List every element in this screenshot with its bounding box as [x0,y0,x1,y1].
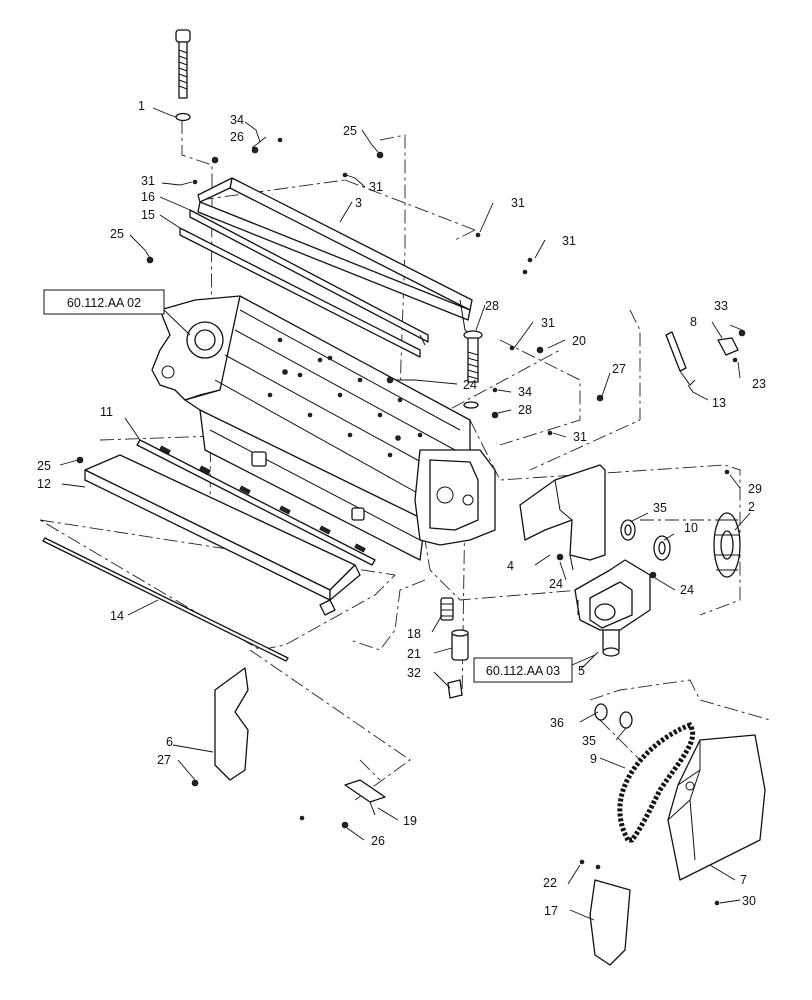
callout-31: 31 [511,196,525,210]
callout-7: 7 [740,873,747,887]
callout-31: 31 [369,180,383,194]
callout-labels: 1 34 26 25 31 31 16 15 3 31 25 31 28 31 … [37,99,766,918]
callout-25: 25 [110,227,124,241]
spacer-18 [440,597,454,621]
callout-20: 20 [572,334,586,348]
sensor-bracket-8 [717,329,746,363]
callout-14: 14 [110,609,124,623]
callout-16: 16 [141,190,155,204]
callout-32: 32 [407,666,421,680]
callout-31: 31 [541,316,555,330]
callout-12: 12 [37,477,51,491]
hardware-fasteners [76,137,730,906]
callout-33: 33 [714,299,728,313]
callout-25: 25 [343,124,357,138]
callout-22: 22 [543,876,557,890]
callout-24: 24 [463,378,477,392]
ref-label: 60.112.AA 02 [67,296,141,310]
callout-23: 23 [752,377,766,391]
callout-15: 15 [141,208,155,222]
bolt-long [175,29,191,122]
sprocket-hub-10 [653,535,671,561]
callout-8: 8 [690,315,697,329]
callout-35: 35 [582,734,596,748]
shield-6 [214,667,249,781]
callout-17: 17 [544,904,558,918]
sprocket-2 [713,512,741,578]
top-angle-strip [197,177,473,336]
callout-31: 31 [141,174,155,188]
rod-14 [42,537,289,662]
washer-36 [594,703,608,721]
callout-26: 26 [230,130,244,144]
callout-31: 31 [573,430,587,444]
callout-10: 10 [684,521,698,535]
callout-34: 34 [518,385,532,399]
callout-13: 13 [712,396,726,410]
spacer-21 [451,629,469,661]
callout-36: 36 [550,716,564,730]
bolt-28 [463,330,483,409]
callout-18: 18 [407,627,421,641]
callout-19: 19 [403,814,417,828]
callout-24: 24 [549,577,563,591]
leader-lines [59,107,751,921]
sensor-13 [665,331,696,386]
washer-35-lower [619,711,633,729]
callout-26: 26 [371,834,385,848]
callout-1: 1 [138,99,145,113]
callout-3: 3 [355,196,362,210]
callout-9: 9 [590,752,597,766]
bearing-bracket-5 [574,559,651,657]
callout-31: 31 [562,234,576,248]
ref-label: 60.112.AA 03 [486,664,560,678]
wear-strip-15 [179,227,421,358]
callout-4: 4 [507,559,514,573]
main-frame [151,295,496,561]
rubber-strip-11 [136,439,376,566]
bottom-tray [84,454,361,616]
wear-strip-16 [189,209,429,346]
callout-27: 27 [157,753,171,767]
callout-25: 25 [37,459,51,473]
callout-2: 2 [748,500,755,514]
callout-6: 6 [166,735,173,749]
callout-29: 29 [748,482,762,496]
washer-35-upper [620,519,636,541]
chain-9 [617,721,696,843]
callout-28: 28 [485,299,499,313]
nut-32 [447,679,463,699]
callout-24: 24 [680,583,694,597]
bracket-19 [344,779,386,816]
callout-35: 35 [653,501,667,515]
guide-17 [589,879,631,966]
callout-27: 27 [612,362,626,376]
ref-box-60-112-aa-02[interactable]: 60.112.AA 02 [43,289,191,336]
callout-34: 34 [230,113,244,127]
callout-28: 28 [518,403,532,417]
callout-5: 5 [578,664,585,678]
shield-4 [519,464,606,571]
callout-30: 30 [742,894,756,908]
ref-box-60-112-aa-03[interactable]: 60.112.AA 03 [473,654,596,683]
callout-11: 11 [100,405,113,419]
callout-21: 21 [407,647,421,661]
